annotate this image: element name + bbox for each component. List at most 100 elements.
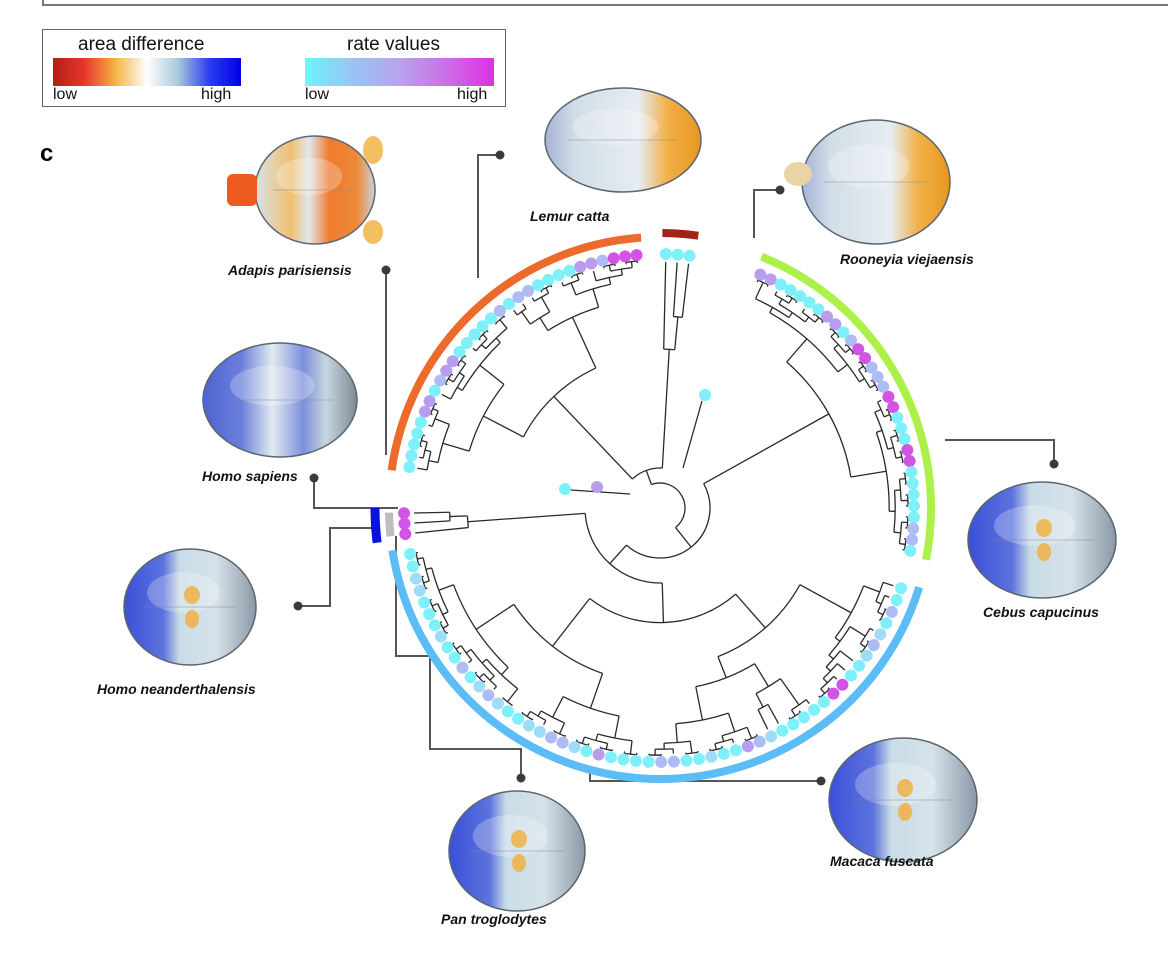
branch xyxy=(805,699,810,704)
branch xyxy=(833,675,838,680)
branch-connector xyxy=(502,697,513,706)
branch xyxy=(675,527,692,548)
tip-dot xyxy=(871,370,884,383)
branch xyxy=(731,738,735,743)
branch-connector xyxy=(422,557,430,582)
leader-lines xyxy=(293,150,1059,786)
tip-dot xyxy=(803,296,816,309)
tip-dot xyxy=(794,290,807,303)
tip-dot xyxy=(853,659,866,672)
branch xyxy=(417,557,424,560)
tip-dot xyxy=(753,735,766,748)
branch xyxy=(431,602,438,607)
tip-dot xyxy=(563,264,576,277)
tip-dot xyxy=(604,751,617,764)
branch xyxy=(474,671,478,674)
branch xyxy=(553,396,633,480)
tip-dot xyxy=(776,724,789,737)
rate-low-label: low xyxy=(305,86,330,103)
branch xyxy=(438,584,454,591)
tip-dot xyxy=(446,355,459,368)
tip-dot xyxy=(837,326,850,339)
branch xyxy=(875,600,882,605)
branch xyxy=(592,271,597,281)
tip-dot xyxy=(859,352,872,365)
area-difference-colorbar xyxy=(53,58,241,86)
branch xyxy=(766,284,769,287)
branch xyxy=(672,262,678,317)
tip-dot xyxy=(607,252,620,265)
tip-dot xyxy=(617,753,630,766)
label-homo-neanderthalensis: Homo neanderthalensis xyxy=(97,681,256,697)
branch-connector xyxy=(431,410,439,427)
orange-spot xyxy=(898,803,912,821)
branch xyxy=(663,262,667,350)
branch xyxy=(629,740,633,755)
branch-connector xyxy=(486,658,519,690)
tip-dot xyxy=(844,669,857,682)
branch xyxy=(859,378,865,383)
tip-dot xyxy=(473,680,486,693)
tip-dot xyxy=(409,572,422,585)
tip-dot xyxy=(867,639,880,652)
branch xyxy=(798,710,802,713)
area-high-label: high xyxy=(201,86,232,103)
orange-spot xyxy=(1036,519,1052,537)
tip-dot xyxy=(406,560,419,573)
tip-dot xyxy=(423,395,436,408)
branch xyxy=(457,364,460,367)
orange-spot xyxy=(512,854,526,872)
branch-connector xyxy=(828,626,851,656)
tip-dot xyxy=(784,284,797,297)
tip-dot xyxy=(491,697,504,710)
branch xyxy=(877,399,882,403)
brain-pan xyxy=(448,790,586,912)
branch xyxy=(513,309,518,316)
branch xyxy=(499,319,508,329)
tip-dot xyxy=(502,297,515,310)
branch xyxy=(423,580,430,584)
branch xyxy=(468,659,473,664)
tip-dot xyxy=(829,318,842,331)
clade-arc-homo-clade xyxy=(370,507,382,544)
branch xyxy=(899,542,906,546)
branch xyxy=(449,515,468,518)
branch-connector xyxy=(495,315,505,324)
branch xyxy=(837,364,848,373)
branch-connector xyxy=(898,479,902,501)
branch xyxy=(501,667,509,676)
tip-dot xyxy=(411,427,424,440)
branch xyxy=(415,526,469,534)
branch xyxy=(645,470,653,485)
clade-arc-new-world-monkeys xyxy=(760,253,935,561)
tip-dot xyxy=(413,584,426,597)
tip-dot xyxy=(556,736,569,749)
branch xyxy=(882,581,894,587)
branch xyxy=(876,429,883,434)
tip-dot xyxy=(403,460,416,473)
branch xyxy=(425,567,432,571)
branch xyxy=(570,489,631,495)
branch xyxy=(689,741,693,754)
branch xyxy=(456,386,463,391)
branch xyxy=(851,352,854,355)
branch xyxy=(552,598,591,647)
tip-dot xyxy=(522,284,535,297)
branch xyxy=(595,733,599,741)
branch xyxy=(447,378,454,383)
branch xyxy=(893,531,901,534)
brain-highlight xyxy=(147,572,220,613)
tip-dot xyxy=(717,747,730,760)
branch xyxy=(540,296,551,313)
branch-connector xyxy=(757,703,769,711)
clade-arcs xyxy=(370,229,935,783)
tip-dot xyxy=(671,248,684,261)
branch xyxy=(899,477,906,480)
tip-rate-dots xyxy=(398,248,920,768)
brain-highlight xyxy=(472,815,548,857)
branch xyxy=(478,673,485,679)
tip-dot xyxy=(741,740,754,753)
tip-dot xyxy=(423,608,436,621)
branch xyxy=(675,723,678,743)
